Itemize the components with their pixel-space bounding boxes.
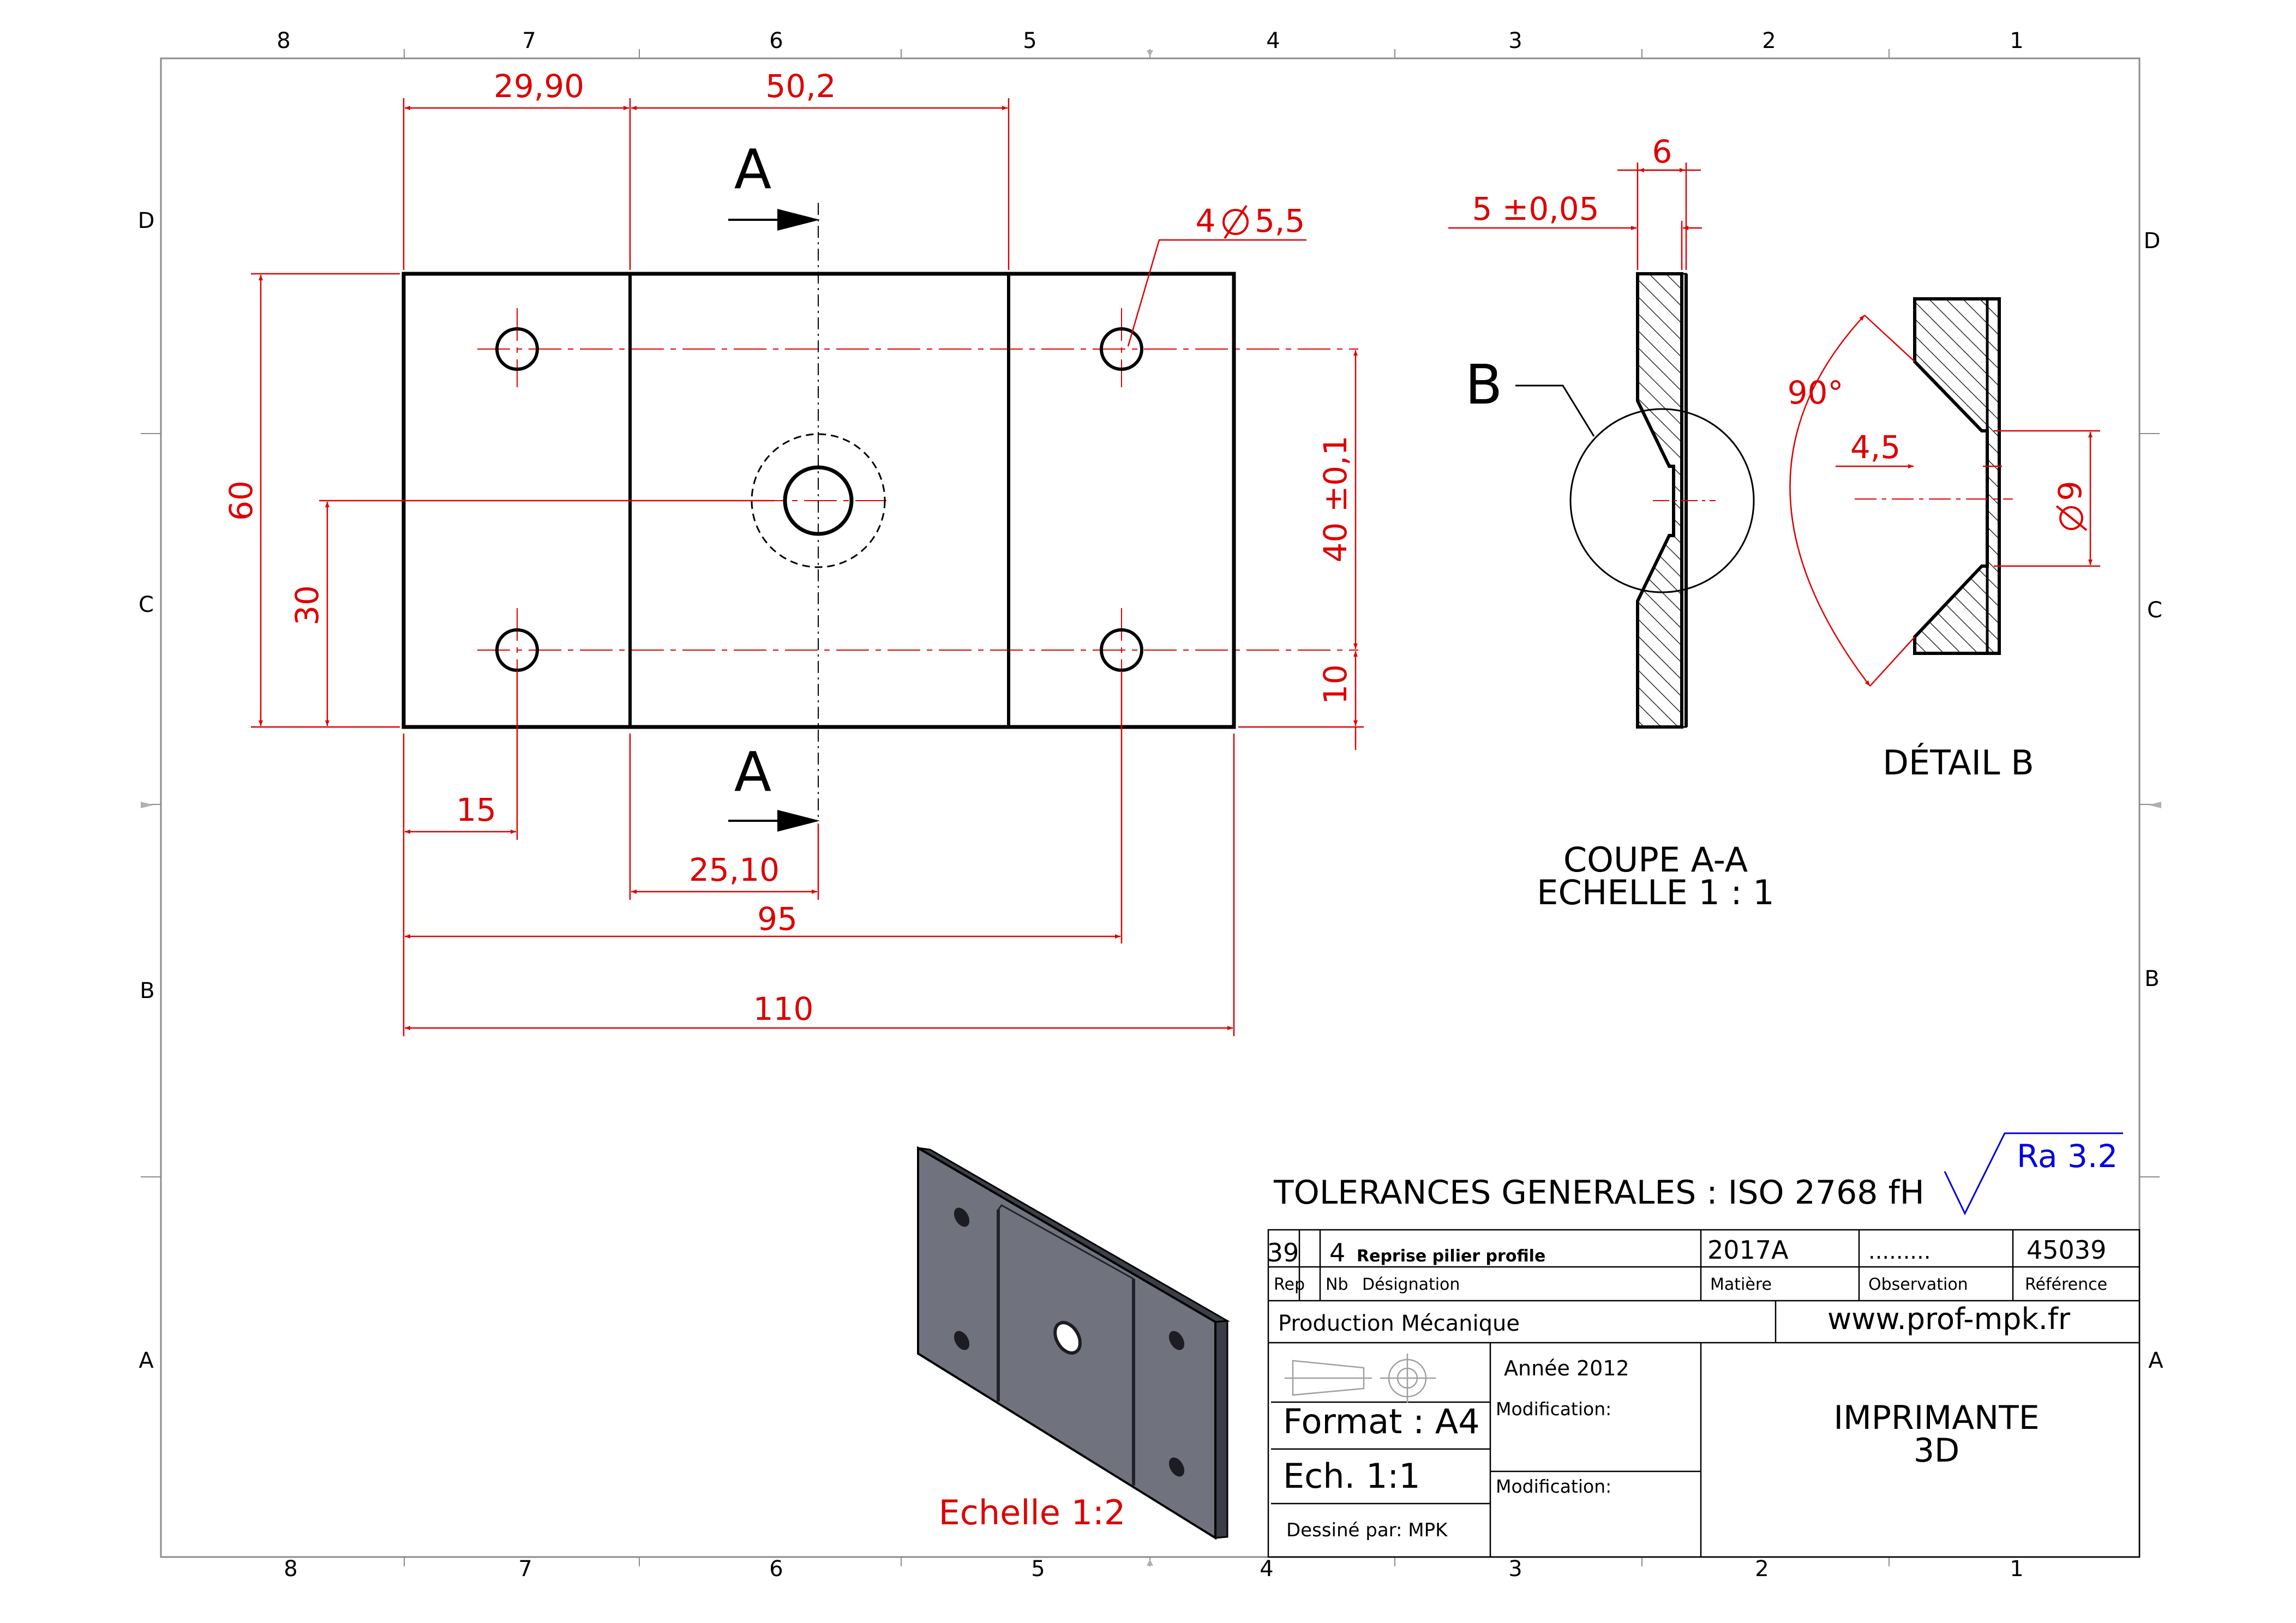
sheet-frame: 8 7 6 5 4 3 2 1 8 7 6 5 4 3 2 1 D C B A … (138, 28, 2164, 1582)
scale: Ech. 1:1 (1283, 1456, 1420, 1496)
dim-5: 5 ±0,05 (1472, 190, 1599, 227)
col-label-bottom-1: 1 (2010, 1556, 2023, 1582)
cell-rep: 39 (1267, 1238, 1299, 1267)
label-observation: Observation (1868, 1275, 1968, 1294)
dim-angle-90: 90° (1788, 374, 1844, 411)
dim-holes-diameter: 5,5 (1255, 202, 1305, 239)
modification-1: Modification: (1496, 1398, 1611, 1420)
front-view-dimensions (251, 98, 1364, 1036)
projection-symbol-icon (1285, 1354, 1436, 1403)
dim-110: 110 (753, 990, 814, 1027)
col-label-top-5: 5 (1023, 28, 1036, 53)
drawn-by: Dessiné par: MPK (1286, 1519, 1448, 1541)
dim-holes-count: 4 (1196, 202, 1216, 239)
front-view-dim-texts: 29,90 50,2 4 5,5 60 30 40 ±0,1 10 15 25,… (223, 68, 1354, 1027)
dim-25-10: 25,10 (689, 851, 780, 888)
row-label-right-A: A (2148, 1348, 2163, 1373)
dim-95: 95 (757, 900, 798, 937)
hole-top-left (495, 327, 539, 371)
dim-4-5: 4,5 (1850, 429, 1901, 466)
col-label-bottom-5: 5 (1031, 1556, 1045, 1582)
modification-2: Modification: (1496, 1476, 1611, 1497)
label-material: Matière (1710, 1275, 1772, 1294)
hole-bottom-left (495, 628, 539, 672)
col-label-top-2: 2 (1762, 28, 1776, 53)
cell-nb: 4 (1329, 1238, 1345, 1267)
roughness-value: Ra 3.2 (2017, 1138, 2118, 1175)
roughness-symbol-icon (1944, 1132, 2123, 1216)
row-label-right-B: B (2144, 966, 2159, 991)
cell-observation: ......... (1868, 1239, 1931, 1264)
detail-caption: DÉTAIL B (1883, 743, 2034, 783)
col-label-top-8: 8 (277, 28, 290, 53)
row-label-left-A: A (139, 1348, 154, 1373)
col-label-top-1: 1 (2010, 28, 2023, 53)
title-block: TOLERANCES GENERALES : ISO 2768 fH Ra 3.… (1267, 1132, 2141, 1558)
dim-10: 10 (1317, 664, 1354, 705)
department: Production Mécanique (1278, 1311, 1520, 1336)
col-label-bottom-4: 4 (1260, 1556, 1273, 1582)
row-label-right-D: D (2144, 229, 2161, 254)
col-label-bottom-8: 8 (284, 1556, 297, 1582)
dim-diameter-9: 9 (2052, 481, 2089, 501)
row-label-right-C: C (2147, 598, 2162, 623)
label-designation: Désignation (1362, 1275, 1460, 1294)
cell-reference: 45039 (2027, 1235, 2106, 1265)
format: Format : A4 (1283, 1402, 1480, 1441)
col-label-bottom-6: 6 (769, 1556, 783, 1582)
label-nb: Nb (1326, 1275, 1348, 1294)
general-tolerances: TOLERANCES GENERALES : ISO 2768 fH (1273, 1174, 1925, 1212)
dim-29-90: 29,90 (494, 68, 584, 105)
section-letter-top: A (734, 137, 771, 201)
center-hole (783, 465, 854, 536)
dim-6: 6 (1652, 133, 1672, 170)
row-label-left-B: B (140, 978, 154, 1003)
col-label-bottom-3: 3 (1508, 1556, 1522, 1582)
col-label-top-3: 3 (1508, 28, 1522, 53)
website: www.prof-mpk.fr (1827, 1302, 2071, 1336)
cell-designation: Reprise pilier profile (1357, 1247, 1545, 1266)
detail-b-circle (1569, 408, 1755, 593)
label-rep: Rep (1274, 1275, 1305, 1294)
section-caption-line1: COUPE A-A (1563, 840, 1748, 880)
iso-view: Echelle 1:2 (917, 1146, 1230, 1540)
diameter-symbol-detail-icon (2055, 505, 2088, 531)
dim-30: 30 (289, 585, 326, 626)
col-label-top-6: 6 (769, 28, 783, 53)
project-title-line2: 3D (1914, 1432, 1959, 1470)
dim-60: 60 (223, 480, 260, 521)
row-label-left-C: C (139, 592, 154, 617)
hole-top-right (1100, 327, 1143, 371)
detail-letter-b: B (1465, 353, 1503, 417)
label-reference: Référence (2025, 1275, 2107, 1294)
col-label-top-4: 4 (1266, 28, 1280, 53)
year: Année 2012 (1504, 1356, 1629, 1380)
col-label-bottom-7: 7 (518, 1556, 532, 1582)
cell-material: 2017A (1707, 1235, 1789, 1265)
front-view: A A (401, 137, 1358, 832)
hole-bottom-right (1100, 628, 1143, 672)
section-view: B 6 5 ±0,05 COUPE A-A ECHELLE 1 : 1 (1448, 133, 1775, 912)
center-countersink (751, 433, 886, 568)
dim-15: 15 (456, 791, 496, 828)
col-label-top-7: 7 (522, 28, 536, 53)
row-label-left-D: D (138, 208, 155, 233)
project-title-line1: IMPRIMANTE (1833, 1399, 2039, 1437)
detail-view: 90° 4,5 9 DÉTAIL B (1788, 297, 2100, 783)
diameter-symbol-icon (1222, 205, 1249, 239)
dim-40: 40 ±0,1 (1317, 435, 1354, 562)
dim-50-2: 50,2 (765, 68, 836, 105)
section-caption-line2: ECHELLE 1 : 1 (1537, 873, 1774, 912)
iso-caption: Echelle 1:2 (939, 1493, 1126, 1532)
col-label-bottom-2: 2 (1755, 1556, 1769, 1582)
section-letter-bottom: A (734, 740, 771, 804)
